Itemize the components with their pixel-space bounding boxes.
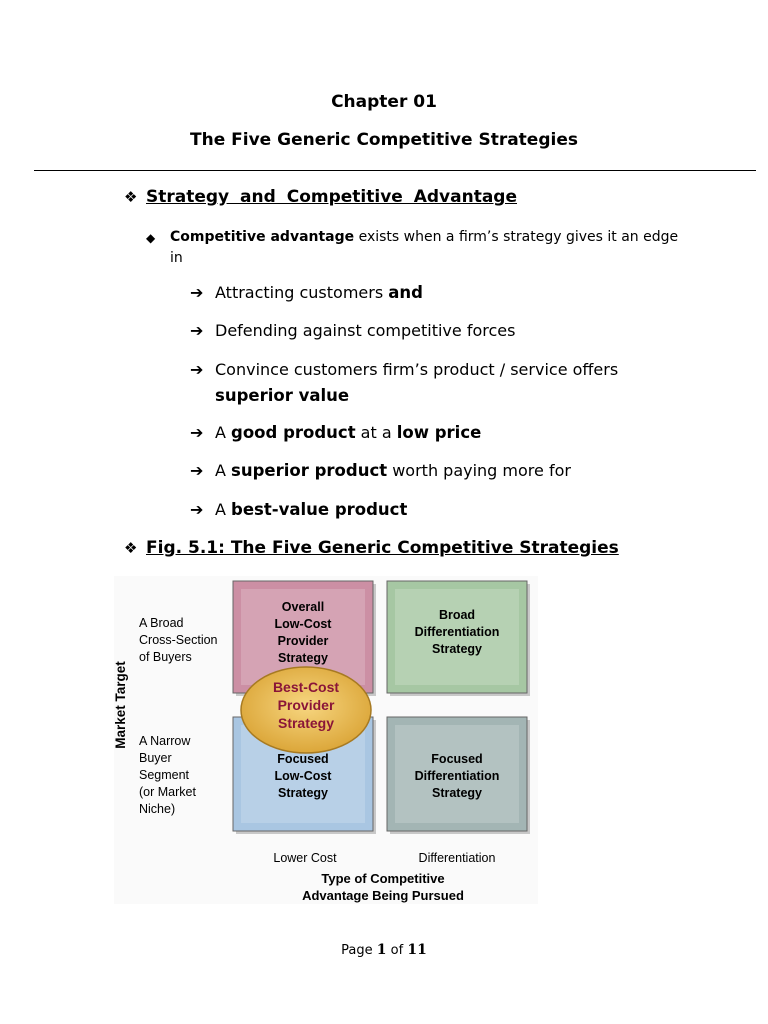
diamond-bullet-icon: ❖ <box>124 539 138 557</box>
bullet-text: Competitive advantage exists when a firm… <box>170 227 686 269</box>
solid-diamond-icon: ◆ <box>146 231 156 245</box>
bold-term: Competitive advantage <box>170 229 355 245</box>
emphasis-text: superior value <box>215 386 350 405</box>
arrow-icon: ➔ <box>190 360 204 379</box>
plain-text: A <box>215 461 232 480</box>
arrow-icon: ➔ <box>190 283 204 302</box>
emphasis-text: best-value product <box>231 500 408 519</box>
arrow-point: ➔ Convince customers firm’s product / ser… <box>190 357 690 409</box>
section-heading-text: Strategy and Competitive Advantage <box>146 187 517 207</box>
bullet-rest: exists when a firm’s strategy gives it a… <box>170 229 679 266</box>
emphasis-text: low price <box>396 423 482 442</box>
emphasis-text: superior product <box>231 461 388 480</box>
emphasis-text: and <box>388 283 423 302</box>
arrow-point: ➔ Defending against competitive forces <box>190 318 690 344</box>
arrow-icon: ➔ <box>190 500 204 519</box>
arrow-point-text: A superior product worth paying more for <box>215 458 571 484</box>
plain-text: Convince customers firm’s product / serv… <box>215 360 619 379</box>
total-page-count: 11 <box>407 942 427 958</box>
current-page-number: 1 <box>376 942 387 958</box>
plain-text: A <box>215 423 232 442</box>
title-divider <box>34 170 756 171</box>
chapter-label: Chapter 01 <box>331 92 437 112</box>
arrow-point: ➔ A superior product worth paying more fo… <box>190 458 690 484</box>
section-heading-figure: ❖ Fig. 5.1: The Five Generic Competitive… <box>124 538 619 558</box>
plain-text: Attracting customers <box>215 283 389 302</box>
column-label-lower-cost: Lower Cost <box>273 851 337 865</box>
arrow-icon: ➔ <box>190 461 204 480</box>
arrow-point: ➔ Attracting customers and <box>190 280 690 306</box>
arrow-point-text: A good product at a low price <box>215 420 481 446</box>
document-title: The Five Generic Competitive Strategies <box>190 130 578 150</box>
y-axis-title: Market Target <box>114 661 128 749</box>
emphasis-text: good product <box>231 423 356 442</box>
footer-prefix: Page <box>341 943 377 958</box>
plain-text: at a <box>355 423 397 442</box>
arrow-point-text: A best-value product <box>215 497 407 523</box>
bullet-point-competitive-advantage: ◆ Competitive advantage exists when a fi… <box>146 227 686 269</box>
arrow-point-text: Convince customers firm’s product / serv… <box>215 357 690 409</box>
plain-text: worth paying more for <box>387 461 571 480</box>
column-label-differentiation: Differentiation <box>419 851 496 865</box>
footer-mid: of <box>386 943 408 958</box>
section-heading-strategy: ❖ Strategy and Competitive Advantage <box>124 187 517 207</box>
page-footer: Page 1 of 11 <box>0 942 768 958</box>
diamond-bullet-icon: ❖ <box>124 188 138 206</box>
section-heading-text: Fig. 5.1: The Five Generic Competitive S… <box>146 538 619 558</box>
arrow-point: ➔ A best-value product <box>190 497 690 523</box>
plain-text: A <box>215 500 232 519</box>
arrow-point-text: Attracting customers and <box>215 280 423 306</box>
arrow-point: ➔ A good product at a low price <box>190 420 690 446</box>
arrow-icon: ➔ <box>190 423 204 442</box>
plain-text: Defending against competitive forces <box>215 321 516 340</box>
arrow-icon: ➔ <box>190 321 204 340</box>
arrow-point-text: Defending against competitive forces <box>215 318 515 344</box>
